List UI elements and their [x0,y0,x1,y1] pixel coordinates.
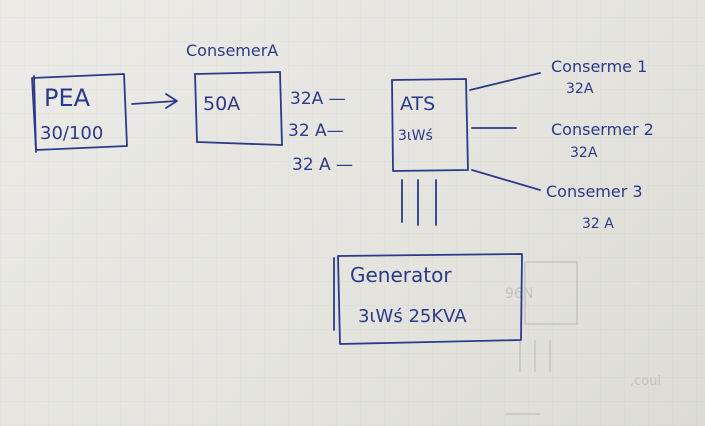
consumer-2-current: 32A [570,145,598,161]
ats-title: ATS [400,93,435,115]
consumer-3: Consemer 3 32 A [546,182,643,232]
consumer-2-name: Consermer 2 [551,120,654,139]
feed-lines: 32A — 32 A— 32 A — [288,89,353,175]
consumer-a-breaker: 50A [203,93,240,115]
pea-rating: 30/100 [40,123,103,144]
consumer-a-label: ConsemerA [186,41,278,60]
ats-box: ATS 3ιWś [391,78,469,172]
consumer-a-box: ConsemerA 50A [186,41,283,146]
consumer-2: Consermer 2 32A [551,120,654,161]
consumer-1-current: 32A [566,81,594,97]
arrow-icon [131,93,178,109]
feed-label-2: 32 A— [288,121,344,141]
bleed-through-marks: 96N ,coul [505,261,661,415]
feed-label-1: 32A — [290,89,346,109]
output-lines [469,72,541,191]
consumer-3-name: Consemer 3 [546,182,643,201]
generator-title: Generator [350,263,452,287]
generator-spec: 3ιWś 25KVA [358,306,467,327]
generator-link-lines [401,179,437,226]
pea-box: PEA 30/100 [31,73,128,153]
generator-box: Generator 3ιWś 25KVA [333,253,523,345]
pea-title: PEA [44,84,91,112]
svg-text:96N: 96N [505,286,533,302]
consumer-3-current: 32 A [582,216,614,232]
consumer-1: Conserme 1 32A [551,57,647,97]
ats-sub: 3ιWś [398,128,433,144]
consumer-1-name: Conserme 1 [551,57,647,76]
svg-text:,coul: ,coul [630,374,661,389]
feed-label-3: 32 A — [292,155,353,175]
